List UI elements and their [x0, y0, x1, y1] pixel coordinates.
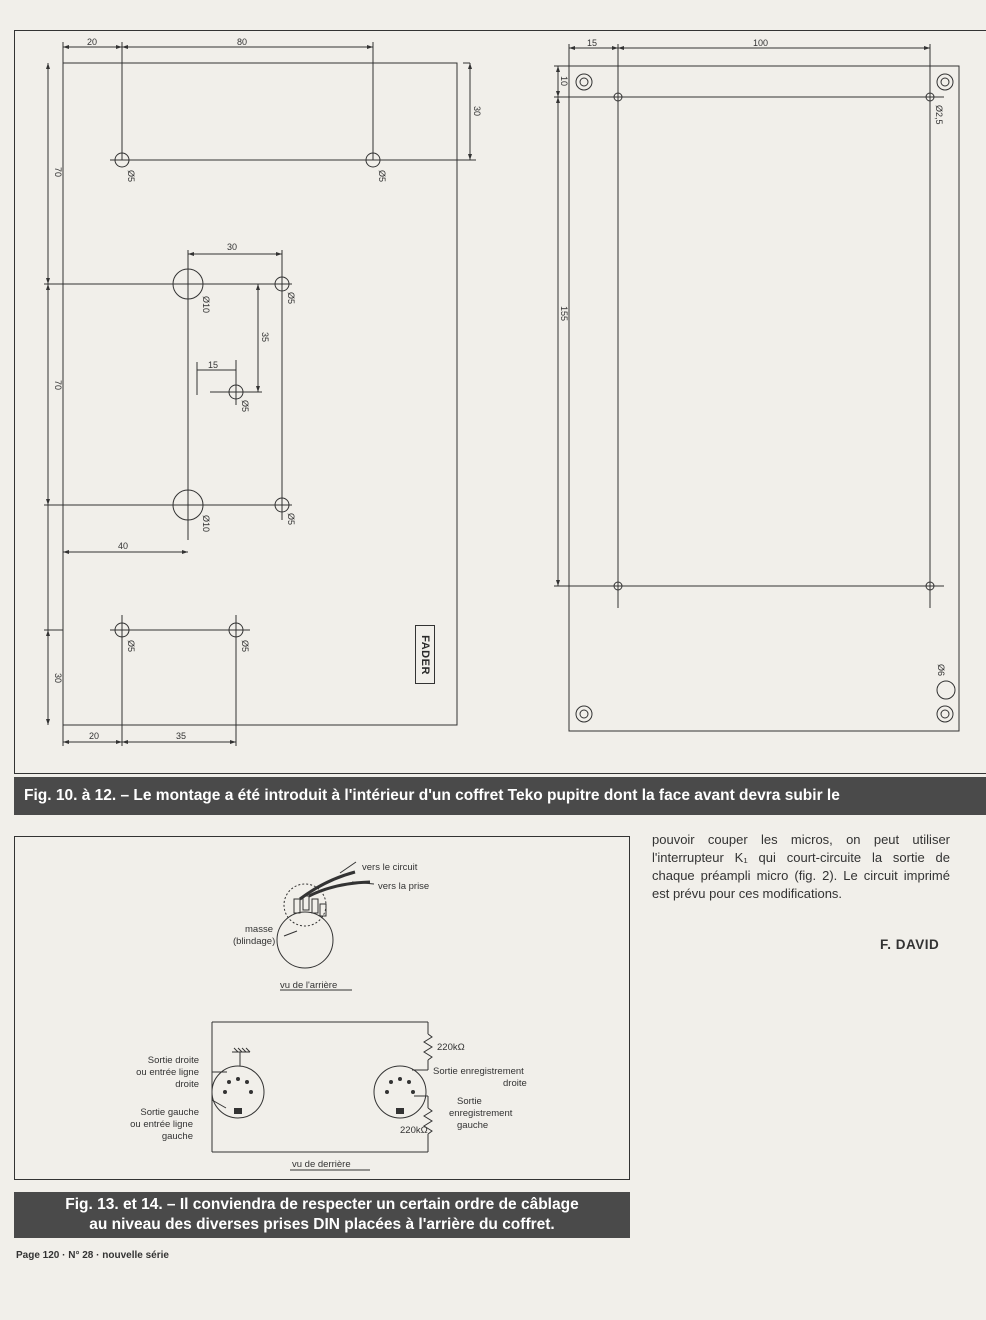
dim-mid-35: 35: [260, 332, 270, 342]
dim-bot-35: 35: [176, 731, 186, 741]
label-vers-prise: vers la prise: [378, 881, 429, 892]
label-vers-circuit: vers le circuit: [362, 862, 418, 873]
hole-label-d10: Ø10: [201, 515, 211, 532]
dim-left-70b: 70: [53, 380, 63, 390]
label-sortie-droite: Sortie droite: [148, 1055, 199, 1066]
label-masse: masse: [245, 924, 273, 935]
dim-side-155: 155: [559, 306, 569, 321]
body-paragraph: pouvoir couper les micros, on peut utili…: [652, 832, 950, 901]
dim-top-20: 20: [87, 37, 97, 47]
figure-10-12-caption: Fig. 10. à 12. – Le montage a été introd…: [14, 777, 986, 815]
dim-top-80: 80: [237, 37, 247, 47]
dim-mid-30: 30: [227, 242, 237, 252]
dim-top-15: 15: [587, 38, 597, 48]
label-gauche: gauche: [162, 1131, 193, 1142]
hole-label-d5: Ø5: [286, 513, 296, 525]
fader-label-box: FADER: [415, 625, 435, 684]
hole-label-d6: Ø6: [936, 664, 946, 676]
dim-left-30: 30: [53, 673, 63, 683]
figure-10-12-frame: [14, 30, 986, 774]
hole-label-d10: Ø10: [201, 296, 211, 313]
dim-side-10: 10: [559, 76, 569, 86]
hole-label-d2-5: Ø2,5: [934, 105, 944, 125]
dim-mid-15: 15: [208, 360, 218, 370]
label-sortie-gauche: Sortie gauche: [140, 1107, 199, 1118]
dim-40: 40: [118, 541, 128, 551]
dim-bot-20: 20: [89, 731, 99, 741]
dim-right-30: 30: [472, 106, 482, 116]
caption-line-2: au niveau des diverses prises DIN placée…: [89, 1216, 555, 1233]
author-name: F. DAVID: [880, 937, 940, 952]
dim-left-70a: 70: [53, 167, 63, 177]
hole-label-d5: Ø5: [377, 170, 387, 182]
label-vu-derriere: vu de derrière: [292, 1159, 351, 1170]
label-entree-ligne: ou entrée ligne: [130, 1119, 193, 1130]
hole-label-d5: Ø5: [126, 170, 136, 182]
label-entree-ligne: ou entrée ligne: [136, 1067, 199, 1078]
label-blindage: (blindage): [233, 936, 275, 947]
hole-label-d5: Ø5: [126, 640, 136, 652]
page-footer: Page 120 · N° 28 · nouvelle série: [16, 1250, 169, 1261]
figure-13-14-frame: [14, 836, 630, 1180]
dim-top-100: 100: [753, 38, 768, 48]
hole-label-d5: Ø5: [240, 400, 250, 412]
label-sortie: Sortie: [457, 1096, 482, 1107]
figure-13-14-caption: Fig. 13. et 14. – Il conviendra de respe…: [14, 1192, 630, 1238]
label-droite: droite: [503, 1078, 527, 1089]
label-resistor-220k-bot: 220kΩ: [400, 1125, 428, 1136]
label-gauche: gauche: [457, 1120, 488, 1131]
hole-label-d5: Ø5: [240, 640, 250, 652]
caption-line-1: Fig. 13. et 14. – Il conviendra de respe…: [65, 1196, 579, 1213]
label-sortie-enregistrement-droite: Sortie enregistrement: [433, 1066, 524, 1077]
label-resistor-220k-top: 220kΩ: [437, 1042, 465, 1053]
label-enregistrement: enregistrement: [449, 1108, 513, 1119]
label-vu-arriere: vu de l'arrière: [280, 980, 337, 991]
label-droite: droite: [175, 1079, 199, 1090]
hole-label-d5: Ø5: [286, 292, 296, 304]
